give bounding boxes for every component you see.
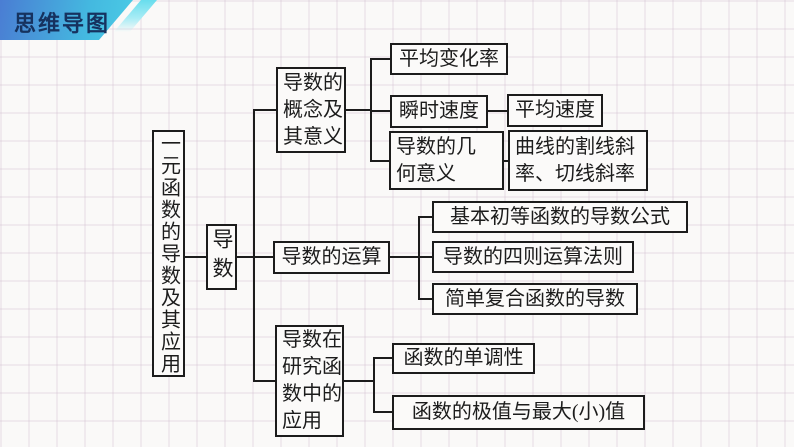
node-monotonicity: 函数的单调性 <box>392 343 535 374</box>
node-applications: 导数在 研究函 数中的 应用 <box>275 325 344 437</box>
node-arithmetic-rules: 导数的四则运算法则 <box>432 241 634 273</box>
connector-to-branch3 <box>255 380 275 382</box>
connector-to-composite <box>420 298 432 300</box>
node-root: 一元函数的导数及其应用 <box>152 130 185 377</box>
node-derivative: 导数 <box>206 224 237 290</box>
connector-branch2-sub-bracket <box>418 216 420 300</box>
connector-trunk-bracket <box>237 256 253 258</box>
node-extrema-max-min: 函数的极值与最大(小)值 <box>392 395 645 430</box>
node-operations: 导数的运算 <box>273 241 390 274</box>
connector-to-monotonicity <box>375 357 392 359</box>
node-secant-tangent-slope: 曲线的割线斜 率、切线斜率 <box>508 130 648 191</box>
connector-main-bracket <box>253 109 255 382</box>
connector-to-inst-velocity <box>372 110 390 112</box>
connector-to-formulas <box>420 216 432 218</box>
connector-to-rules <box>420 256 432 258</box>
connector-branch1-sub-bracket <box>370 58 372 162</box>
node-derivative-formulas: 基本初等函数的导数公式 <box>432 201 688 233</box>
connector-to-avg-rate <box>372 58 390 60</box>
connector-branch3-bracket <box>344 380 374 382</box>
node-instantaneous-velocity: 瞬时速度 <box>390 95 488 128</box>
connector-to-extrema <box>375 411 392 413</box>
connector-to-branch2 <box>255 256 273 258</box>
connector-root-trunk <box>185 256 206 258</box>
connector-geometric-to-slope <box>504 160 508 162</box>
node-geometric-meaning: 导数的几 何意义 <box>389 131 504 190</box>
connector-branch2-bracket <box>390 256 418 258</box>
connector-inst-to-avg-velocity <box>488 110 507 112</box>
connector-branch1-bracket <box>346 109 370 111</box>
node-concept-meaning: 导数的 概念及 其意义 <box>276 67 346 153</box>
node-average-rate-of-change: 平均变化率 <box>390 43 508 75</box>
page-title: 思维导图 <box>14 11 111 36</box>
node-composite-functions: 简单复合函数的导数 <box>432 283 638 315</box>
connector-branch3-sub-bracket <box>373 357 375 413</box>
connector-to-branch1 <box>255 109 276 111</box>
connector-to-geometric <box>372 160 389 162</box>
node-average-velocity: 平均速度 <box>507 94 603 127</box>
